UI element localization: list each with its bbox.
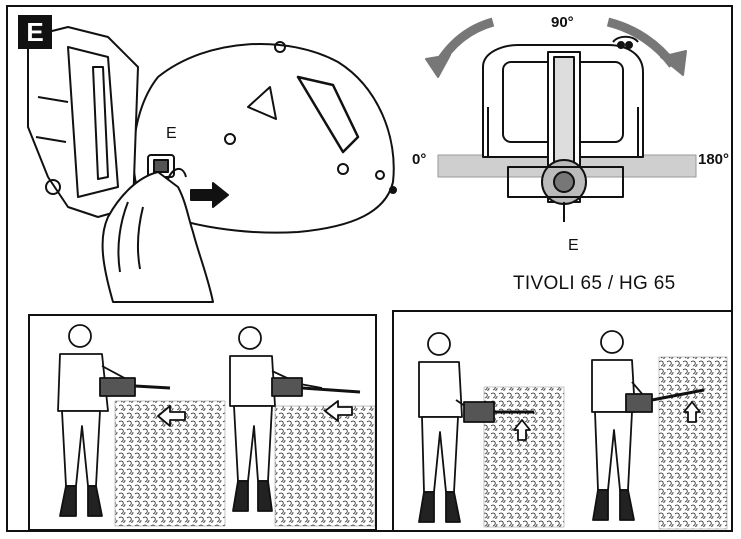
angle-label-180: 180° — [698, 151, 730, 168]
vertical-cutting-panel — [392, 310, 733, 532]
vertical-cutting-illustration — [418, 330, 728, 530]
horizontal-cutting-illustration — [57, 324, 375, 527]
figure-frame: E E — [6, 5, 733, 532]
lever-label-e: E — [166, 125, 177, 142]
model-caption: TIVOLI 65 / HG 65 — [513, 273, 676, 294]
horizontal-cutting-panel — [28, 314, 377, 531]
handle-lever-illustration — [27, 26, 397, 303]
rotation-diagram — [425, 17, 697, 222]
angle-label-90: 90° — [551, 14, 574, 31]
cutter-label-e: E — [568, 237, 579, 254]
angle-label-0: 0° — [412, 151, 427, 168]
section-badge: E — [18, 15, 52, 49]
